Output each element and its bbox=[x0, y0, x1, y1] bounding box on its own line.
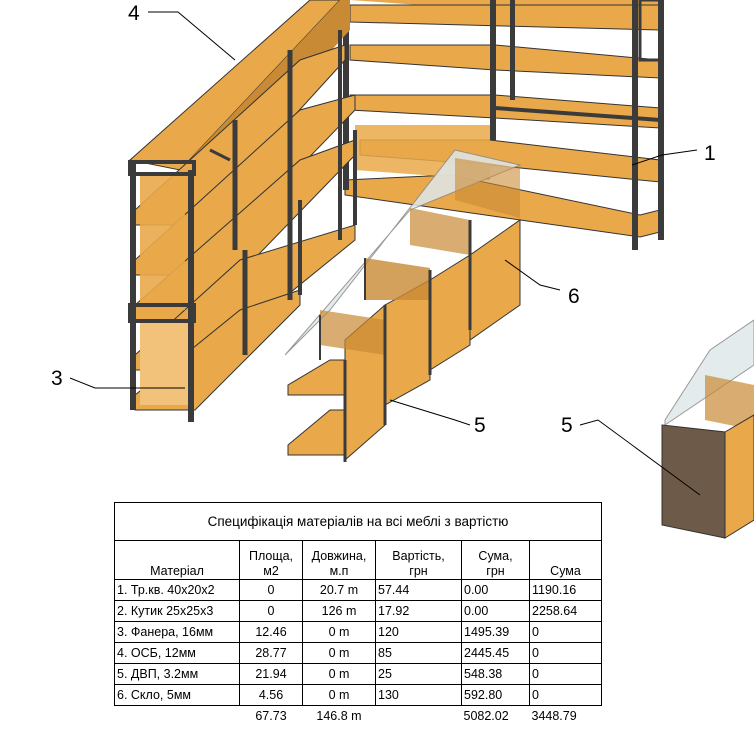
cell-material: 2. Кутик 25х25х3 bbox=[114, 600, 240, 622]
cell-price: 85 bbox=[375, 642, 462, 664]
cell-material: 6. Скло, 5мм bbox=[114, 684, 240, 706]
table-header-row: Матеріал Площа,м2 Довжина,м.п Вартість,г… bbox=[114, 540, 603, 580]
callout-5-right: 5 bbox=[561, 414, 573, 437]
cell-length: 0 m bbox=[302, 621, 376, 643]
display-counter-5-right bbox=[661, 319, 754, 539]
cell-sum-2: 0 bbox=[528, 621, 603, 643]
cell-material: 3. Фанера, 16мм bbox=[114, 621, 240, 643]
callout-6: 6 bbox=[568, 285, 580, 308]
callout-1: 1 bbox=[704, 142, 716, 165]
header-sum-2: Сума bbox=[528, 540, 603, 580]
cell-length: 126 m bbox=[302, 600, 376, 622]
cell-length: 0 m bbox=[302, 663, 376, 685]
cell-price: 130 bbox=[375, 684, 462, 706]
header-area: Площа,м2 bbox=[239, 540, 303, 580]
callout-4: 4 bbox=[128, 2, 140, 25]
total-price bbox=[376, 706, 462, 727]
cell-price: 120 bbox=[375, 621, 462, 643]
total-sum-1: 5082.02 bbox=[463, 709, 509, 723]
cell-area: 28.77 bbox=[239, 642, 303, 664]
table-totals-row: 67.73 146.8 m 5082.02 3448.79 bbox=[115, 706, 602, 727]
cell-sum-2: 0 bbox=[528, 684, 603, 706]
header-length: Довжина,м.п bbox=[302, 540, 376, 580]
material-spec-table: Специфікація матеріалів на всі меблі з в… bbox=[113, 502, 603, 727]
callout-leaders bbox=[69, 11, 701, 496]
cell-area: 0 bbox=[239, 579, 303, 601]
cell-price: 57.44 bbox=[375, 579, 462, 601]
cell-length: 20.7 m bbox=[302, 579, 376, 601]
cell-area: 0 bbox=[239, 600, 303, 622]
cell-sum-2: 1190.16 bbox=[528, 579, 603, 601]
display-counter-5-6 bbox=[284, 149, 522, 462]
cell-sum-2: 0 bbox=[528, 663, 603, 685]
cell-sum-2: 2258.64 bbox=[528, 600, 603, 622]
header-price: Вартість,грн bbox=[375, 540, 462, 580]
cell-sum-1: 592.80 bbox=[461, 684, 530, 706]
total-area: 67.73 bbox=[255, 709, 287, 723]
cell-area: 21.94 bbox=[239, 663, 303, 685]
header-sum-1: Сума,грн bbox=[461, 540, 530, 580]
cell-area: 12.46 bbox=[239, 621, 303, 643]
cell-sum-2: 0 bbox=[528, 642, 603, 664]
total-label bbox=[115, 706, 240, 727]
cell-length: 0 m bbox=[302, 642, 376, 664]
cell-sum-1: 2445.45 bbox=[461, 642, 530, 664]
cell-length: 0 m bbox=[302, 684, 376, 706]
cell-price: 17.92 bbox=[375, 600, 462, 622]
material-spec-table-wrapper: Специфікація матеріалів на всі меблі з в… bbox=[113, 502, 603, 727]
cell-material: 1. Тр.кв. 40х20х2 bbox=[114, 579, 240, 601]
cell-sum-1: 1495.39 bbox=[461, 621, 530, 643]
cell-sum-1: 548.38 bbox=[461, 663, 530, 685]
cell-sum-1: 0.00 bbox=[461, 579, 530, 601]
callout-3: 3 bbox=[51, 367, 63, 390]
callout-5-center: 5 bbox=[474, 414, 486, 437]
cell-material: 5. ДВП, 3.2мм bbox=[114, 663, 240, 685]
header-material: Матеріал bbox=[114, 540, 240, 580]
cell-material: 4. ОСБ, 12мм bbox=[114, 642, 240, 664]
table-title: Специфікація матеріалів на всі меблі з в… bbox=[113, 502, 603, 541]
cell-price: 25 bbox=[375, 663, 462, 685]
cell-area: 4.56 bbox=[239, 684, 303, 706]
total-length: 146.8 m bbox=[316, 709, 362, 723]
total-sum-2: 3448.79 bbox=[531, 709, 577, 723]
shelving-unit-4 bbox=[128, 0, 357, 422]
cell-sum-1: 0.00 bbox=[461, 600, 530, 622]
